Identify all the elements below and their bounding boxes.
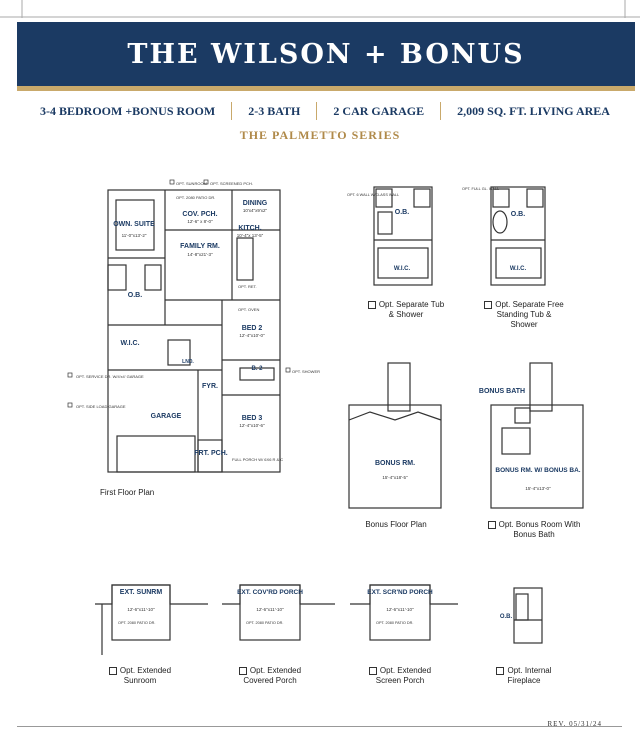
banner-gold-rule	[17, 86, 635, 91]
dim-bed2: 12'-4"x10'-0"	[239, 333, 265, 338]
room-foyer: FYR.	[202, 383, 218, 390]
ext-sunroom-caption: Opt. Extended Sunroom	[100, 666, 180, 686]
first-floor-plan	[107, 189, 281, 473]
opt1-ob-label: O.B.	[395, 209, 409, 216]
series-name: THE PALMETTO SERIES	[239, 128, 401, 142]
ext-covered-note: OPT. 2080 PATIO DR.	[246, 621, 283, 625]
revision-date: REV. 05/31/24	[547, 720, 602, 728]
fireplace-plan	[513, 587, 543, 644]
room-bed2: BED 2	[242, 325, 263, 332]
bonus-room-bath-dim: 15'-4"x13'-0"	[525, 486, 551, 491]
opt1-wic-label: W.I.C.	[394, 266, 411, 272]
bath-option-1	[373, 186, 433, 286]
opt-patio-note: OPT. 2080 PATIO DR.	[176, 195, 215, 200]
ext-sunroom-dim: 12'-6"x11'-10"	[127, 607, 155, 612]
ext-sunroom-label: EXT. SUNRM	[120, 589, 163, 596]
ext-screen-caption: Opt. Extended Screen Porch	[360, 666, 440, 686]
first-floor-caption: First Floor Plan	[100, 488, 155, 497]
opt-ret-note: OPT. RET.	[238, 284, 257, 289]
top-rule	[0, 0, 640, 18]
room-garage: GARAGE	[151, 413, 182, 420]
opt2-wic-label: W.I.C.	[510, 266, 527, 272]
opt-oven-note: OPT. OVEN	[238, 307, 259, 312]
dim-owner-suite: 11'-0"x13'-2"	[122, 233, 147, 238]
opt-service-note: OPT. SERVICE DR. W/4'x4' GARAGE	[76, 374, 144, 379]
bath-option-2	[490, 186, 546, 286]
bonus-room-dim: 15'-4"x18'-5"	[382, 475, 408, 480]
ext-screen-porch-plan	[350, 584, 458, 641]
ext-sunroom-note: OPT. 2080 PATIO DR.	[118, 621, 155, 625]
room-laundry: LND.	[182, 359, 194, 365]
dim-cov-pch: 12'-6" x 8'-0"	[187, 219, 213, 224]
bonus-bath-label: BONUS BATH	[479, 388, 525, 395]
opt2-wall-note: OPT. FULL GL. WALL	[462, 187, 499, 191]
dim-dining: 10'x4"x9'x2"	[243, 208, 268, 213]
opt1-wall-note: OPT. 6 WALL W/CLASS WALL	[347, 193, 399, 197]
spec-bar: 3-4 BEDROOM +BONUS ROOM 2-3 BATH 2 CAR G…	[40, 100, 610, 122]
bottom-rule	[17, 726, 622, 727]
opt-sunroom-note: OPT. SUNROOM	[176, 181, 207, 186]
room-owner-suite: OWN. SUITE	[113, 221, 155, 228]
ext-covered-dim: 12'-6"x11'-10"	[256, 607, 284, 612]
room-wic: W.I.C.	[120, 340, 139, 347]
dim-kitchen: 10'-4"x 13'-5"	[237, 233, 264, 238]
spec-bedrooms: 3-4 BEDROOM +BONUS ROOM	[40, 103, 216, 118]
spec-separator	[316, 102, 318, 120]
room-family: FAMILY RM.	[180, 243, 220, 250]
ext-screen-dim: 12'-6"x11'-10"	[386, 607, 414, 612]
room-cov-pch: COV. PCH.	[182, 211, 217, 218]
opt2-ob-label: O.B.	[511, 211, 525, 218]
room-bed3: BED 3	[242, 415, 263, 422]
opt-shower-note: OPT. SHOWER	[292, 369, 320, 374]
ext-sunroom-plan	[95, 584, 208, 655]
ext-screen-label: EXT. SCR'ND PORCH	[367, 589, 433, 596]
bonus-room-bath-label: BONUS RM. W/ BONUS BA.	[495, 467, 580, 474]
bonus-floor-caption: Bonus Floor Plan	[365, 520, 427, 529]
fireplace-caption: Opt. Internal Fireplace	[484, 666, 564, 686]
dim-bed3: 12'-4"x10'-6"	[239, 423, 265, 428]
opt-screened-note: OPT. SCREENED PCH.	[210, 181, 253, 186]
spec-area: 2,009 SQ. FT. LIVING AREA	[457, 103, 610, 118]
title-banner	[17, 22, 635, 86]
ext-covered-caption: Opt. Extended Covered Porch	[230, 666, 310, 686]
room-dining: DINING	[243, 200, 268, 207]
dim-family: 14'-8"x21'-3"	[187, 252, 213, 257]
ext-covered-label: EXT. COV'RD PORCH	[237, 589, 303, 596]
ext-screen-note: OPT. 2080 PATIO DR.	[376, 621, 413, 625]
room-front-porch: FRT. PCH.	[194, 450, 228, 457]
bath-option-2-caption: Opt. Separate Free Standing Tub & Shower	[484, 300, 564, 330]
page-title: THE WILSON + BONUS	[127, 38, 525, 70]
bonus-bath-caption: Opt. Bonus Room With Bonus Bath	[484, 520, 584, 540]
room-owner-bath: O.B.	[128, 292, 142, 299]
spec-garage: 2 CAR GARAGE	[333, 103, 425, 118]
opt-full-porch-note: FULL PORCH W/ 6X6 R & C	[232, 457, 283, 462]
spec-separator	[231, 102, 233, 120]
spec-separator	[440, 102, 442, 120]
room-bath2: B. 2	[251, 366, 263, 372]
bonus-floor-plan	[348, 362, 442, 509]
spec-baths: 2-3 BATH	[248, 103, 301, 118]
ext-covered-porch-plan	[222, 584, 335, 641]
bonus-room-label: BONUS RM.	[375, 460, 415, 467]
opt-load-garage-note: OPT. SIDE LOAD GARAGE	[76, 404, 126, 409]
bath-option-1-caption: Opt. Separate Tub & Shower	[366, 300, 446, 320]
fireplace-ob-label: O.B.	[500, 614, 513, 620]
bonus-bath-plan	[490, 362, 584, 509]
room-kitchen: KITCH.	[238, 225, 261, 232]
